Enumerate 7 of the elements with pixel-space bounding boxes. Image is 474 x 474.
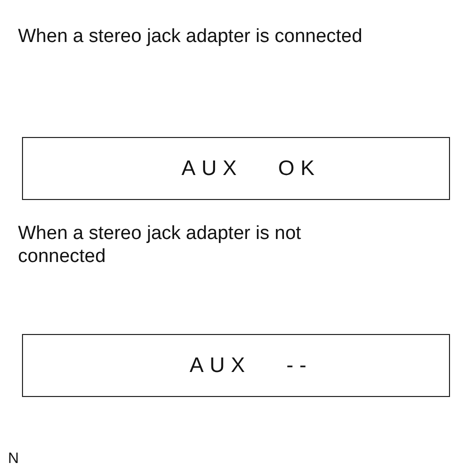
display-text: AUX -- (188, 354, 312, 378)
display-text: AUX OK (180, 156, 321, 180)
figure-code: N (8, 450, 19, 467)
display-panel (22, 334, 450, 397)
caption-text: When a stereo jack adapter is connected (18, 25, 364, 48)
caption-text: When a stereo jack adapter is not connected (18, 222, 302, 268)
display-panel (22, 137, 450, 200)
